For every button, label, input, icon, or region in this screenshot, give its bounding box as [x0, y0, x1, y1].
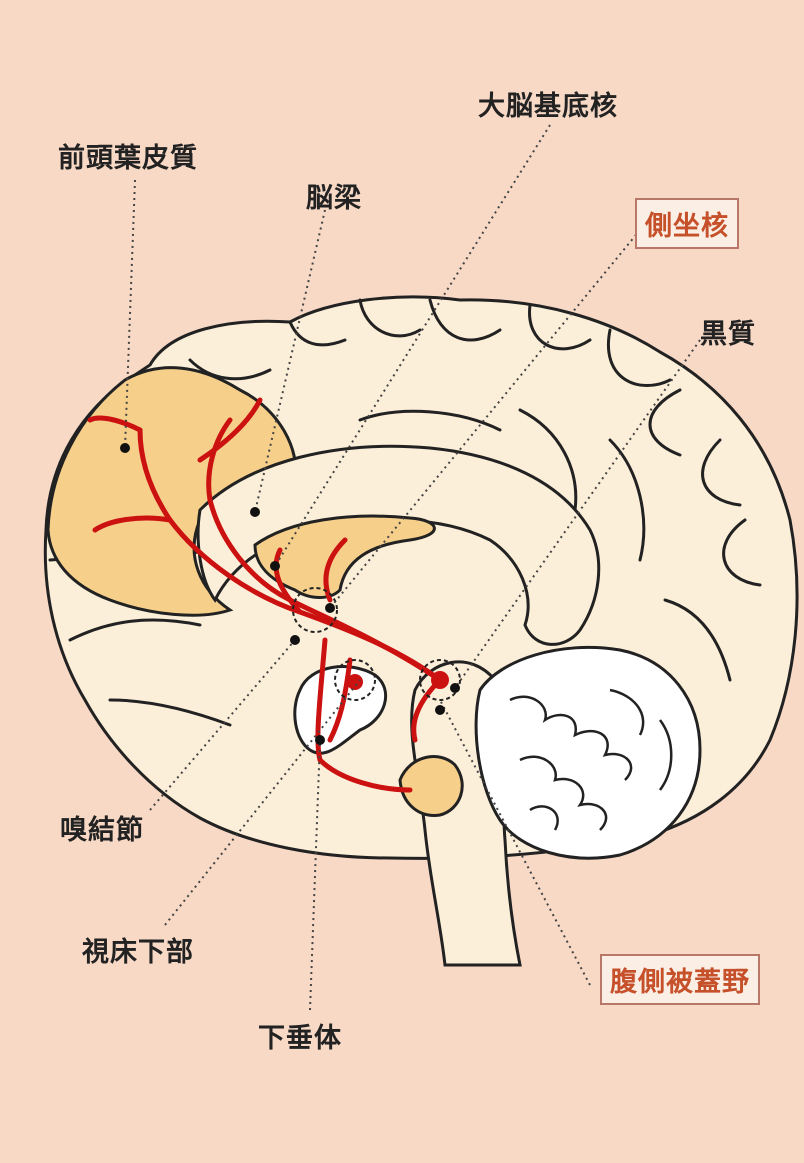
label-prefrontal-cortex: 前頭葉皮質 — [58, 136, 198, 175]
label-olfactory: 嗅結節 — [60, 808, 144, 847]
label-hypothalamus: 視床下部 — [82, 930, 194, 969]
label-substantia-nigra: 黒質 — [700, 312, 756, 351]
label-corpus-callosum: 脳梁 — [306, 176, 362, 215]
cerebellum — [476, 647, 700, 858]
label-basal-ganglia: 大脳基底核 — [478, 84, 618, 123]
label-nucleus-accumbens: 側坐核 — [635, 198, 739, 249]
label-ventral-tegmental-area: 腹側被蓋野 — [600, 954, 760, 1005]
label-pituitary: 下垂体 — [258, 1016, 342, 1055]
